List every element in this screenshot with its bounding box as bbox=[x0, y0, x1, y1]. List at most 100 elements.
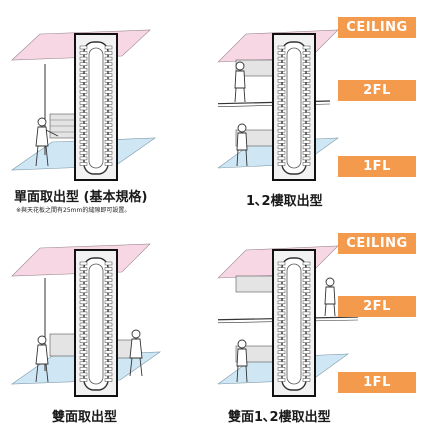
shelving-unit bbox=[74, 249, 118, 397]
operator-figure bbox=[35, 117, 59, 167]
tray bbox=[104, 84, 113, 89]
tray bbox=[302, 311, 311, 316]
tray bbox=[277, 95, 286, 100]
tray bbox=[277, 90, 286, 94]
tray bbox=[79, 79, 88, 83]
tray bbox=[302, 56, 311, 61]
tray bbox=[104, 350, 113, 354]
tray bbox=[104, 73, 113, 77]
tray bbox=[277, 311, 286, 316]
caption-double-side: 雙面取出型 bbox=[52, 410, 118, 425]
tray bbox=[302, 328, 311, 332]
tray bbox=[302, 339, 311, 343]
tray bbox=[302, 322, 311, 327]
tray bbox=[79, 295, 88, 299]
tray bbox=[104, 339, 113, 343]
tray bbox=[79, 372, 88, 377]
tray bbox=[277, 361, 286, 366]
tag-ceiling: CEILING bbox=[338, 233, 416, 254]
tray bbox=[277, 372, 286, 377]
shelving-unit bbox=[272, 249, 316, 397]
tray bbox=[277, 73, 286, 77]
tray bbox=[277, 339, 286, 343]
double-floors-1-2-illustration bbox=[218, 245, 359, 397]
operator-figure-back bbox=[324, 277, 336, 317]
tray bbox=[277, 162, 286, 166]
tray bbox=[302, 367, 311, 371]
tray bbox=[277, 156, 286, 161]
tray bbox=[104, 344, 113, 349]
tray bbox=[302, 73, 311, 77]
tray bbox=[104, 317, 113, 321]
tray bbox=[277, 350, 286, 354]
tray bbox=[302, 261, 311, 266]
tray bbox=[302, 117, 311, 122]
tray bbox=[104, 361, 113, 366]
tray bbox=[104, 295, 113, 299]
operator-figure-lower bbox=[236, 123, 248, 167]
tray bbox=[277, 356, 286, 360]
tray bbox=[104, 95, 113, 100]
tray bbox=[302, 162, 311, 166]
tray bbox=[277, 151, 286, 155]
double-side-illustration bbox=[10, 243, 162, 397]
tray bbox=[302, 295, 311, 299]
operator-figure-front bbox=[35, 335, 49, 383]
tray bbox=[104, 156, 113, 161]
tray bbox=[277, 51, 286, 55]
tray bbox=[277, 261, 286, 266]
tray bbox=[302, 372, 311, 377]
tray bbox=[302, 300, 311, 305]
tray bbox=[104, 45, 113, 50]
tray bbox=[79, 106, 88, 111]
tray bbox=[104, 140, 113, 144]
tray bbox=[277, 267, 286, 271]
tray bbox=[277, 101, 286, 105]
tray bbox=[302, 134, 311, 138]
tray bbox=[79, 51, 88, 55]
tray bbox=[104, 151, 113, 155]
tray bbox=[302, 101, 311, 105]
caption-floors-1-2: 1､2樓取出型 bbox=[246, 194, 323, 209]
tray bbox=[79, 156, 88, 161]
tray bbox=[104, 145, 113, 150]
tray bbox=[277, 289, 286, 293]
tray bbox=[302, 106, 311, 111]
tray bbox=[79, 123, 88, 127]
tray bbox=[302, 333, 311, 338]
tray bbox=[302, 361, 311, 366]
tray-set bbox=[79, 261, 113, 382]
tray bbox=[302, 272, 311, 277]
tray bbox=[104, 306, 113, 310]
tray bbox=[277, 62, 286, 66]
tray bbox=[104, 101, 113, 105]
tray bbox=[79, 128, 88, 133]
tray bbox=[302, 90, 311, 94]
tray bbox=[104, 289, 113, 293]
tray bbox=[79, 261, 88, 266]
tray bbox=[277, 322, 286, 327]
tray bbox=[79, 283, 88, 288]
tray bbox=[104, 261, 113, 266]
tray bbox=[277, 378, 286, 382]
tray bbox=[104, 356, 113, 360]
tray bbox=[277, 272, 286, 277]
tray bbox=[104, 278, 113, 282]
tray bbox=[104, 79, 113, 83]
tray bbox=[104, 322, 113, 327]
tray bbox=[302, 278, 311, 282]
tray bbox=[79, 84, 88, 89]
tray bbox=[277, 117, 286, 122]
tray bbox=[302, 350, 311, 354]
tray bbox=[104, 51, 113, 55]
tray bbox=[104, 378, 113, 382]
tray bbox=[79, 101, 88, 105]
tray bbox=[79, 306, 88, 310]
tray bbox=[79, 272, 88, 277]
tray bbox=[302, 62, 311, 66]
shelving-unit bbox=[74, 33, 118, 181]
floors-1-2-illustration bbox=[218, 29, 339, 181]
tray bbox=[79, 333, 88, 338]
tray bbox=[277, 317, 286, 321]
caption-single-side: 單面取出型 (基本規格) bbox=[14, 190, 148, 205]
